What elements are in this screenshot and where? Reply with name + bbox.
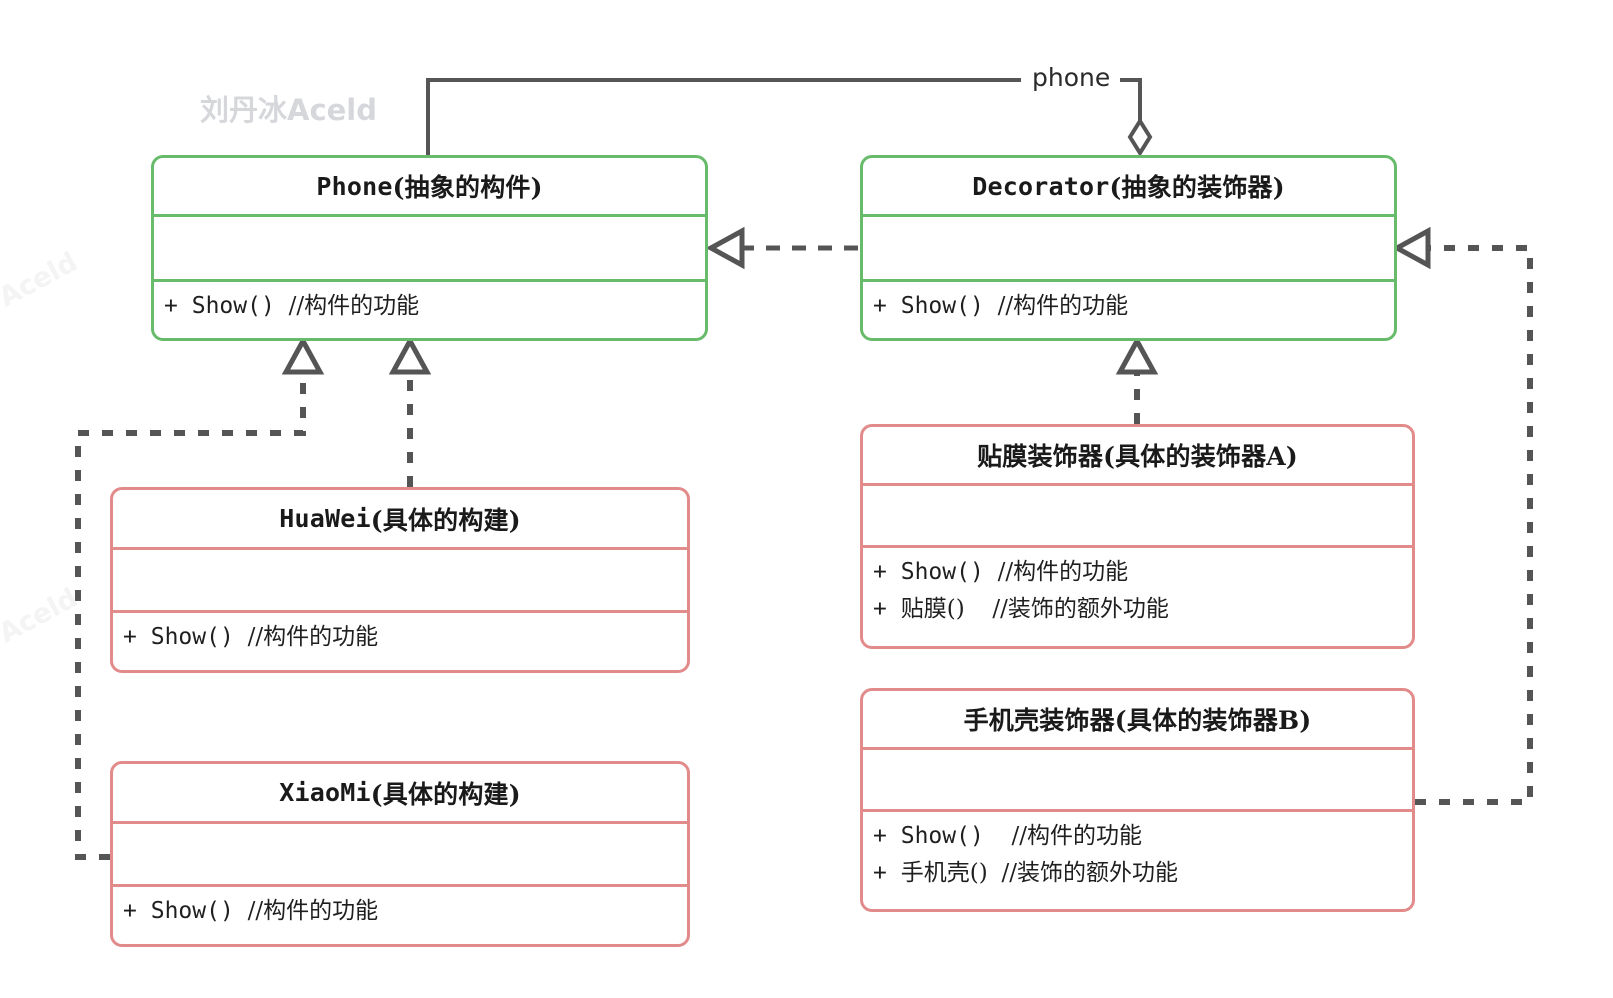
method-row: + 贴膜() //装饰的额外功能 bbox=[873, 591, 1412, 628]
method-comment: //构件的功能 bbox=[997, 293, 1129, 319]
class-name-film-decorator: 贴膜装饰器 bbox=[977, 442, 1104, 471]
edge-realize-case-decorator bbox=[1391, 226, 1533, 805]
class-title-decorator: Decorator(抽象的装饰器) bbox=[863, 158, 1394, 214]
method-visibility: + bbox=[873, 293, 887, 319]
method-row: + Show() //构件的功能 bbox=[873, 288, 1394, 325]
class-separator-2 bbox=[154, 279, 705, 282]
class-note-decorator: (抽象的装饰器) bbox=[1109, 173, 1285, 202]
method-visibility: + bbox=[873, 559, 887, 585]
class-name-decorator: Decorator bbox=[972, 171, 1110, 201]
method-signature: Show() bbox=[150, 898, 234, 924]
class-separator-2 bbox=[113, 610, 687, 613]
method-visibility: + bbox=[123, 898, 137, 924]
class-box-huawei[interactable]: HuaWei(具体的构建) + Show() //构件的功能 bbox=[110, 487, 690, 673]
hollow-triangle-marker bbox=[281, 335, 325, 375]
hollow-triangle-marker bbox=[705, 226, 745, 270]
class-separator-1 bbox=[863, 747, 1412, 750]
hollow-triangle-marker bbox=[1115, 335, 1159, 375]
class-name-phone: Phone bbox=[316, 171, 393, 201]
class-name-huawei: HuaWei bbox=[279, 504, 371, 533]
class-box-phone[interactable]: Phone(抽象的构件) + Show() //构件的功能 bbox=[151, 155, 708, 341]
class-methods-case-decorator: + Show() //构件的功能 + 手机壳() //装饰的额外功能 bbox=[863, 812, 1412, 909]
method-visibility: + bbox=[164, 293, 178, 319]
class-separator-2 bbox=[863, 545, 1412, 548]
class-attributes-decorator bbox=[863, 217, 1394, 279]
edge-label-phone: phone bbox=[1028, 63, 1115, 92]
class-separator-1 bbox=[863, 214, 1394, 217]
hollow-diamond-marker bbox=[1127, 117, 1153, 157]
method-comment: //装饰的额外功能 bbox=[992, 595, 1169, 622]
class-attributes-xiaomi bbox=[113, 824, 687, 884]
class-name-case-decorator: 手机壳装饰器 bbox=[963, 706, 1115, 735]
class-title-phone: Phone(抽象的构件) bbox=[154, 158, 705, 214]
method-visibility: + bbox=[123, 624, 137, 650]
method-signature: Show() bbox=[150, 624, 234, 650]
class-separator-1 bbox=[113, 547, 687, 550]
class-attributes-film-decorator bbox=[863, 486, 1412, 545]
class-note-huawei: (具体的构建) bbox=[370, 505, 521, 535]
class-separator-2 bbox=[113, 884, 687, 887]
class-methods-huawei: + Show() //构件的功能 bbox=[113, 613, 687, 670]
class-attributes-phone bbox=[154, 217, 705, 279]
class-box-film-decorator[interactable]: 贴膜装饰器(具体的装饰器A) + Show() //构件的功能 + 贴膜() /… bbox=[860, 424, 1415, 649]
hollow-triangle-marker bbox=[1391, 226, 1431, 270]
hollow-triangle-marker bbox=[388, 335, 432, 375]
method-comment: //装饰的额外功能 bbox=[1001, 859, 1179, 886]
class-name-xiaomi: XiaoMi bbox=[279, 778, 371, 807]
class-box-xiaomi[interactable]: XiaoMi(具体的构建) + Show() //构件的功能 bbox=[110, 761, 690, 947]
class-separator-2 bbox=[863, 809, 1412, 812]
method-signature: 贴膜() bbox=[900, 595, 965, 622]
class-box-case-decorator[interactable]: 手机壳装饰器(具体的装饰器B) + Show() //构件的功能 + 手机壳()… bbox=[860, 688, 1415, 912]
class-separator-1 bbox=[154, 214, 705, 217]
class-separator-1 bbox=[113, 821, 687, 824]
method-comment: //构件的功能 bbox=[247, 624, 379, 650]
method-signature: Show() bbox=[191, 293, 275, 319]
method-visibility: + bbox=[873, 859, 887, 886]
method-comment: //构件的功能 bbox=[247, 898, 379, 924]
edge-realize-decorator-phone bbox=[705, 226, 858, 270]
class-separator-2 bbox=[863, 279, 1394, 282]
class-attributes-huawei bbox=[113, 550, 687, 610]
method-signature: Show() bbox=[900, 823, 984, 849]
class-title-huawei: HuaWei(具体的构建) bbox=[113, 490, 687, 547]
class-attributes-case-decorator bbox=[863, 750, 1412, 809]
method-comment: //构件的功能 bbox=[1011, 823, 1143, 849]
class-note-film-decorator: (具体的装饰器A) bbox=[1103, 442, 1298, 471]
class-note-phone: (抽象的构件) bbox=[392, 173, 543, 202]
watermark-author: 刘丹冰Aceld bbox=[200, 93, 378, 127]
edge-realize-film-decorator bbox=[1115, 335, 1159, 424]
class-title-case-decorator: 手机壳装饰器(具体的装饰器B) bbox=[863, 691, 1412, 747]
method-row: + Show() //构件的功能 bbox=[164, 288, 705, 325]
method-comment: //构件的功能 bbox=[997, 559, 1129, 585]
method-signature: Show() bbox=[900, 293, 984, 319]
class-methods-film-decorator: + Show() //构件的功能 + 贴膜() //装饰的额外功能 bbox=[863, 548, 1412, 646]
class-title-film-decorator: 贴膜装饰器(具体的装饰器A) bbox=[863, 427, 1412, 483]
method-row: + Show() //构件的功能 bbox=[123, 619, 687, 656]
method-signature: Show() bbox=[900, 559, 984, 585]
class-separator-1 bbox=[863, 483, 1412, 486]
class-box-decorator[interactable]: Decorator(抽象的装饰器) + Show() //构件的功能 bbox=[860, 155, 1397, 341]
method-row: + Show() //构件的功能 bbox=[123, 893, 687, 930]
class-methods-phone: + Show() //构件的功能 bbox=[154, 282, 705, 338]
edge-realize-huawei-phone bbox=[388, 335, 432, 487]
method-signature: 手机壳() bbox=[900, 859, 988, 886]
method-row: + Show() //构件的功能 bbox=[873, 554, 1412, 591]
class-title-xiaomi: XiaoMi(具体的构建) bbox=[113, 764, 687, 821]
watermark-faint-top: Aceld bbox=[0, 246, 83, 314]
watermark-faint-bottom: Aceld bbox=[0, 582, 83, 650]
class-methods-decorator: + Show() //构件的功能 bbox=[863, 282, 1394, 338]
method-visibility: + bbox=[873, 823, 887, 849]
method-visibility: + bbox=[873, 595, 887, 622]
class-methods-xiaomi: + Show() //构件的功能 bbox=[113, 887, 687, 944]
class-note-case-decorator: (具体的装饰器B) bbox=[1114, 706, 1312, 735]
class-note-xiaomi: (具体的构建) bbox=[370, 779, 521, 809]
method-row: + Show() //构件的功能 bbox=[873, 818, 1412, 855]
method-row: + 手机壳() //装饰的额外功能 bbox=[873, 855, 1412, 892]
method-comment: //构件的功能 bbox=[288, 293, 420, 319]
